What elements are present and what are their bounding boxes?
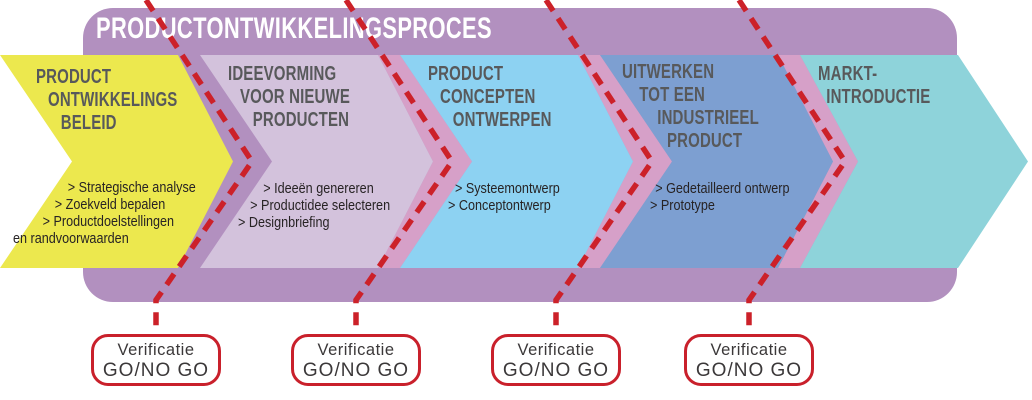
text-line: BELEID — [60, 112, 117, 134]
text-line: PRODUCT — [428, 63, 504, 85]
text-line: ONTWIKKELINGS — [48, 89, 178, 111]
text-line: > Gedetailleerd ontwerp — [655, 181, 790, 197]
text-line: VOOR NIEUWE — [240, 86, 350, 108]
text-line: MARKT- — [818, 63, 878, 85]
chevron-shape-1 — [0, 55, 233, 268]
text-line: > Productdoelstellingen — [42, 214, 175, 230]
text-line: INDUSTRIEEL — [657, 107, 759, 129]
text-line: CONCEPTEN — [440, 86, 536, 108]
text-line: > Zoekveld bepalen — [54, 197, 166, 213]
chevron-1-bullets: > Strategische analyse> Zoekveld bepalen… — [13, 180, 196, 248]
verification-box-2: Verificatie GO/NO GO — [291, 334, 421, 386]
chevron-shape-2 — [200, 55, 433, 268]
verification-box-1-label: Verificatie — [117, 341, 195, 359]
text-line: en randvoorwaarden — [13, 231, 129, 247]
text-line: > Designbriefing — [238, 215, 330, 231]
verification-dashed-line-4 — [736, 0, 849, 333]
verification-dashed-line-3 — [543, 0, 656, 333]
text-line: > Productidee selecteren — [250, 198, 391, 214]
verification-box-2-decision: GO/NO GO — [302, 360, 410, 381]
gap-band-4 — [778, 55, 858, 268]
verification-box-4: Verificatie GO/NO GO — [684, 334, 814, 386]
text-line: IDEEVORMING — [228, 63, 337, 85]
chevron-5-heading: MARKT-INTRODUCTIE — [818, 63, 930, 109]
text-line: ONTWERPEN — [452, 109, 552, 131]
gap-band-3 — [578, 55, 672, 268]
text-line: > Conceptontwerp — [448, 198, 551, 214]
chevron-2-bullets: > Ideeën genereren> Productidee selecter… — [238, 181, 390, 232]
verification-box-4-decision: GO/NO GO — [695, 360, 803, 381]
verification-dashed-line-1 — [143, 0, 256, 333]
chevron-3-bullets: > Systeemontwerp> Conceptontwerp — [448, 181, 560, 215]
verification-box-2-label: Verificatie — [317, 341, 395, 359]
verification-box-3-label: Verificatie — [517, 341, 595, 359]
text-line: TOT EEN — [639, 84, 706, 106]
text-line: PRODUCT — [36, 66, 112, 88]
text-line: UITWERKEN — [622, 61, 715, 83]
verification-box-1: Verificatie GO/NO GO — [91, 334, 221, 386]
text-line: INTRODUCTIE — [826, 86, 931, 108]
text-line: PRODUCT — [667, 130, 743, 152]
gap-band-2 — [378, 55, 472, 268]
verification-box-3-decision: GO/NO GO — [502, 360, 610, 381]
chevron-shape-5 — [800, 55, 1028, 268]
text-line: > Systeemontwerp — [454, 181, 560, 197]
chevron-shape-3 — [400, 55, 633, 268]
text-line: > Ideeën genereren — [263, 181, 374, 197]
text-line: PRODUCTEN — [252, 109, 350, 131]
verification-box-4-label: Verificatie — [710, 341, 788, 359]
text-line: > Prototype — [650, 198, 715, 214]
verification-dashed-line-2 — [343, 0, 456, 333]
verification-box-1-decision: GO/NO GO — [102, 360, 210, 381]
chevron-4-bullets: > Gedetailleerd ontwerp> Prototype — [650, 181, 790, 215]
verification-box-3: Verificatie GO/NO GO — [491, 334, 621, 386]
chevron-shape-4 — [600, 55, 833, 268]
text-line: > Strategische analyse — [67, 180, 196, 196]
